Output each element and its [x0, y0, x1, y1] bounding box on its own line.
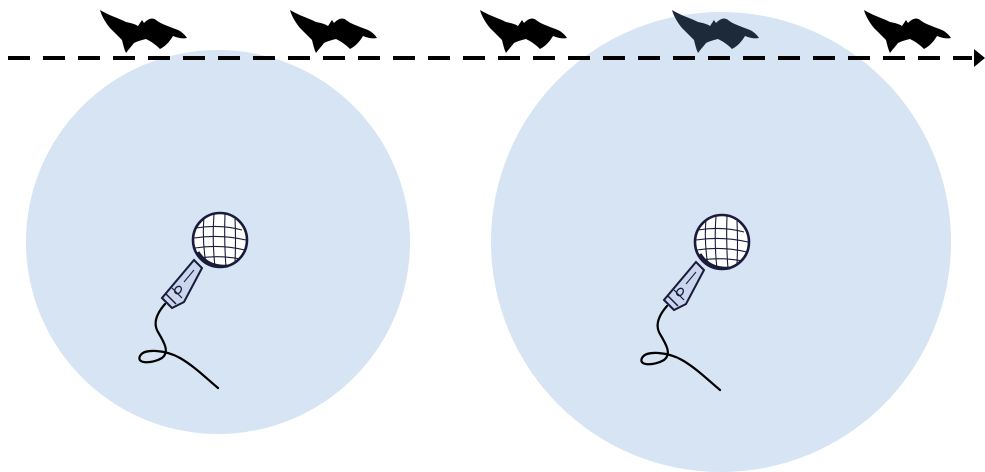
arrowhead-icon [974, 49, 985, 67]
bat-2 [290, 10, 377, 53]
bat-1 [100, 10, 187, 53]
bat-3 [480, 10, 567, 53]
bat-5 [864, 10, 951, 53]
